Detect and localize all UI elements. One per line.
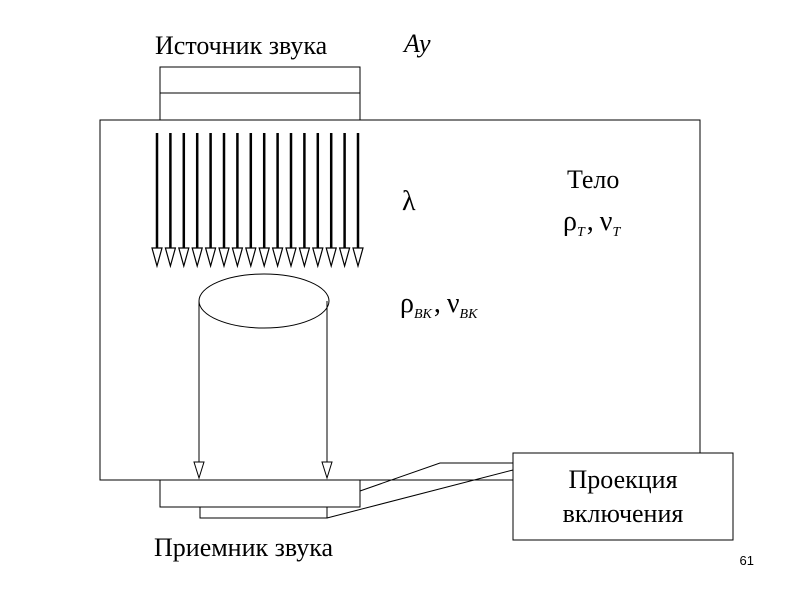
wave-arrow-head [271,247,284,269]
sound-source-label: Источник звука [155,31,328,60]
inclusion-props-separator: , [434,288,441,319]
wavelength-label: λ [402,186,416,217]
wave-arrow-head [218,247,230,269]
body-rho-symbol: ρ [563,206,577,237]
inclusion-nu-subscript: ВК [460,307,479,322]
inclusion-ellipse [198,273,330,329]
wave-arrow-head [204,247,217,269]
body-rectangle [99,119,701,481]
wave-arrow-head [178,247,190,269]
body-label: Тело [567,165,619,194]
inclusion-projection-marker [199,506,328,519]
inclusion-rho-subscript: ВК [414,307,433,322]
wave-arrow-head [285,247,297,269]
sound-receiver-label: Приемник звука [154,533,334,562]
inclusion-properties: ρВК,νВК [400,288,478,322]
callout-line-upper [359,462,513,492]
sound-receiver [159,479,361,508]
body-props-separator: , [587,206,594,237]
projection-ray-right-arrowhead [321,461,333,480]
body-properties: ρТ,νТ [563,206,621,240]
inclusion-nu-symbol: ν [447,288,460,319]
sound-wave-arrows [151,133,364,269]
wave-arrow-head [312,247,324,269]
wave-arrow-head [231,247,244,269]
body-nu-symbol: ν [600,206,613,237]
wave-arrow-head [338,247,351,269]
wave-arrow-head [245,247,257,269]
wave-arrow-head [298,247,311,269]
projection-ray-left-arrowhead [193,461,205,480]
inclusion-rho-symbol: ρ [400,288,414,319]
wave-arrow-head [151,247,163,269]
body-nu-subscript: Т [612,225,621,240]
wave-arrow-head [352,247,364,269]
projection-callout-box [512,452,734,541]
projection-label-line1: Проекция [568,465,677,494]
callout-line-lower [326,469,514,519]
wave-arrow-head [191,247,203,269]
body-rho-subscript: Т [577,225,586,240]
au-label: Ау [402,29,431,58]
wave-arrow-head [164,247,177,269]
projection-label-line2: включения [563,499,684,528]
wave-arrow-head [325,247,337,269]
wave-arrow-head [258,247,270,269]
page-number: 61 [740,553,754,568]
